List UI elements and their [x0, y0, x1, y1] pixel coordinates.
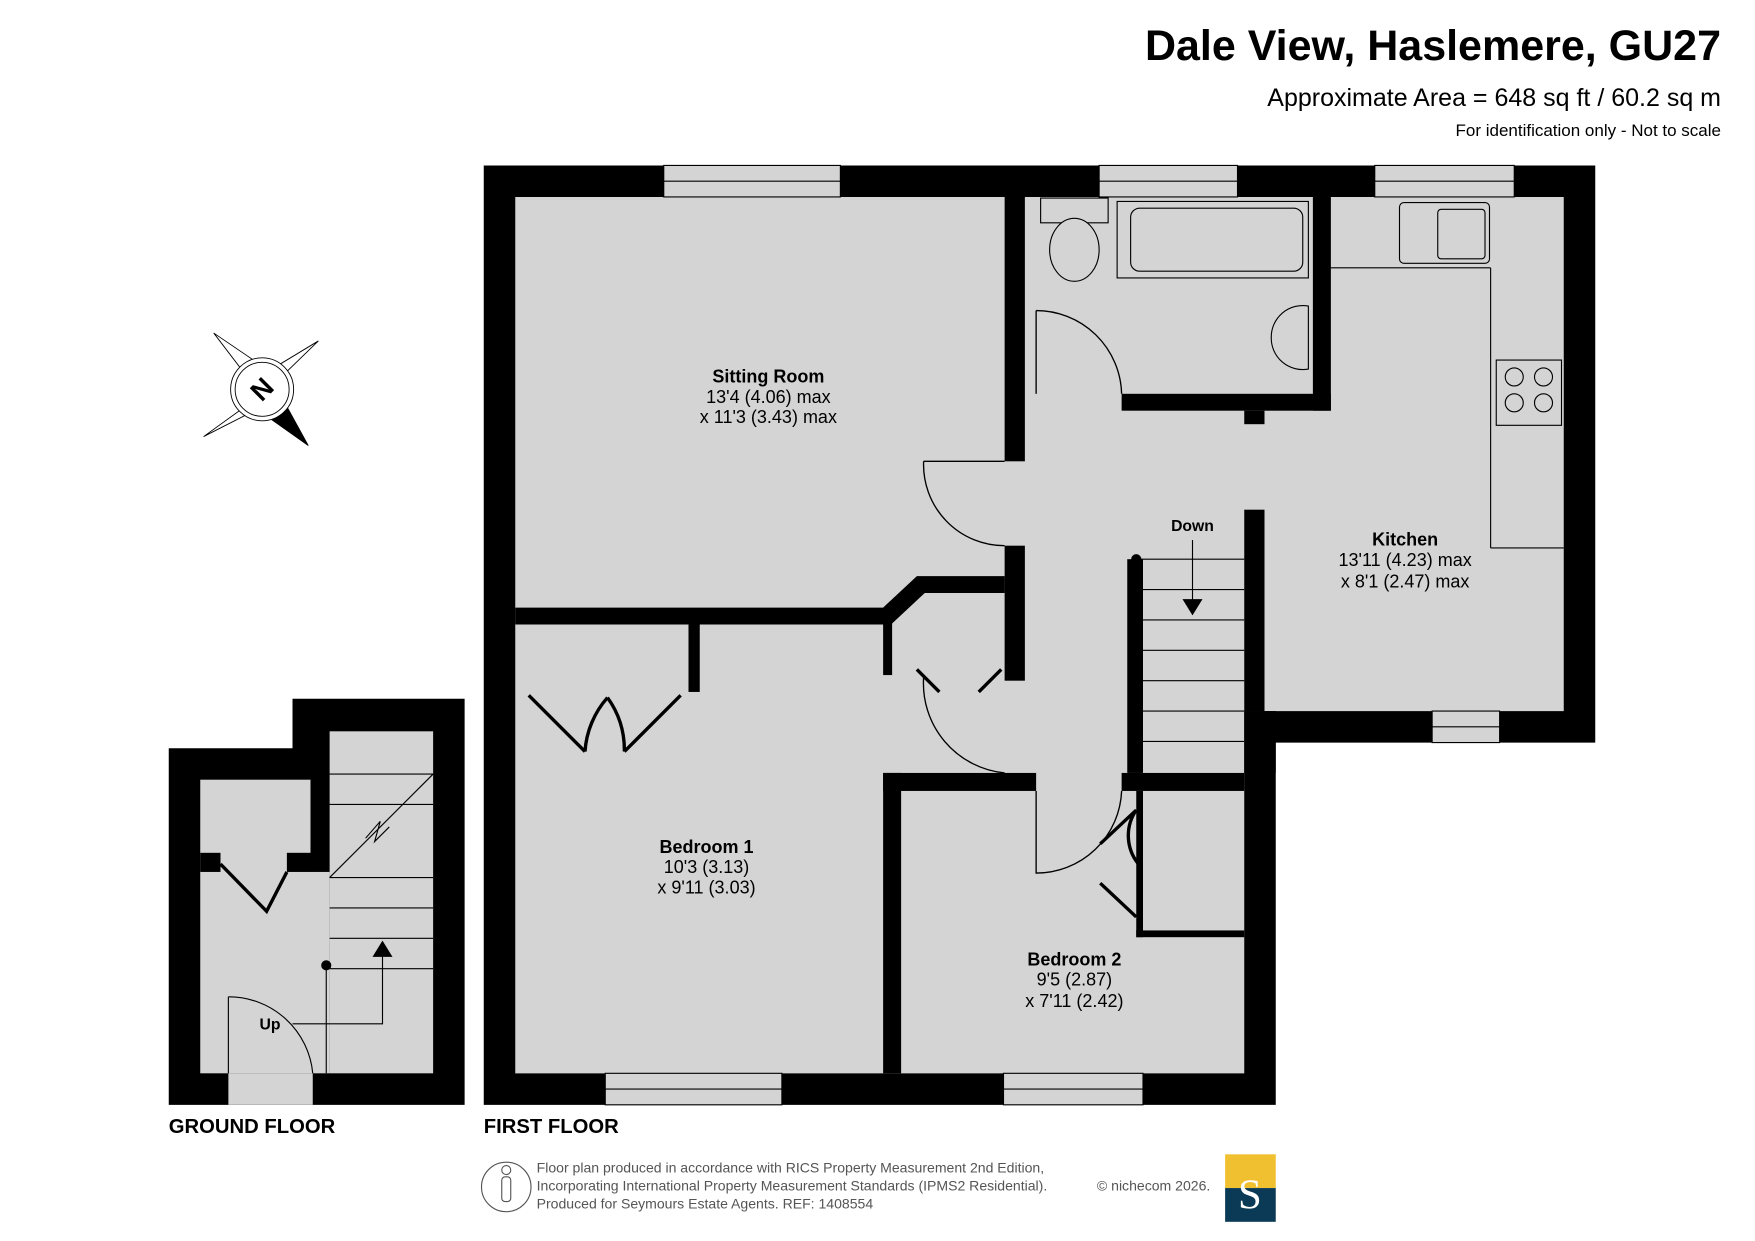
- property-title: Dale View, Haslemere, GU27: [1144, 22, 1721, 70]
- agent-logo: S: [1225, 1154, 1276, 1222]
- doors: [527, 309, 1140, 919]
- room-dim-sitting-1: 13'4 (4.06) max: [706, 387, 831, 407]
- stairs-up-label: Up: [260, 1016, 281, 1033]
- footer-copyright: © nichecom 2026.: [1097, 1177, 1210, 1193]
- room-name-bedroom1: Bedroom 1: [659, 837, 753, 857]
- ground-floor-label: GROUND FLOOR: [169, 1116, 336, 1138]
- stairs-down-label: Down: [1171, 518, 1214, 535]
- first-floor-plan: Sitting Room 13'4 (4.06) max x 11'3 (3.4…: [483, 164, 1596, 1106]
- basin-icon: [1270, 305, 1309, 371]
- room-dim-kitchen-2: x 8'1 (2.47) max: [1341, 571, 1470, 591]
- arrow-down-icon: [1182, 599, 1203, 616]
- staircase-first: [1131, 540, 1245, 742]
- room-name-sitting: Sitting Room: [712, 367, 824, 387]
- footer-line-2: Incorporating International Property Mea…: [537, 1177, 1048, 1193]
- footer-line-3: Produced for Seymours Estate Agents. REF…: [537, 1195, 874, 1211]
- ipms-icon: [480, 1161, 532, 1213]
- logo-letter: S: [1238, 1171, 1262, 1218]
- room-dim-kitchen-1: 13'11 (4.23) max: [1339, 550, 1472, 570]
- room-name-bedroom2: Bedroom 2: [1027, 949, 1121, 969]
- room-name-kitchen: Kitchen: [1372, 530, 1438, 550]
- approximate-area: Approximate Area = 648 sq ft / 60.2 sq m: [1267, 84, 1721, 112]
- room-dim-bedroom1-1: 10'3 (3.13): [664, 857, 750, 877]
- hob-icon: [1495, 359, 1563, 426]
- footer-line-1: Floor plan produced in accordance with R…: [537, 1159, 1045, 1175]
- arrow-up-icon: [372, 940, 393, 957]
- room-dim-sitting-2: x 11'3 (3.43) max: [700, 407, 837, 427]
- windows: [604, 164, 1515, 1106]
- room-dim-bedroom2-2: x 7'11 (2.42): [1025, 991, 1123, 1011]
- internal-walls: [515, 196, 1331, 1074]
- floor-area: [515, 196, 1564, 1074]
- compass-north-icon: N: [203, 332, 319, 446]
- toilet-icon: [1049, 217, 1100, 282]
- room-dim-bedroom1-2: x 9'11 (3.03): [657, 877, 755, 897]
- first-floor-label: FIRST FLOOR: [484, 1116, 619, 1138]
- ground-floor-plan: Up: [168, 698, 465, 1105]
- disclaimer: For identification only - Not to scale: [1455, 121, 1721, 140]
- fixtures: [1040, 197, 1564, 549]
- room-dim-bedroom2-1: 9'5 (2.87): [1037, 970, 1112, 990]
